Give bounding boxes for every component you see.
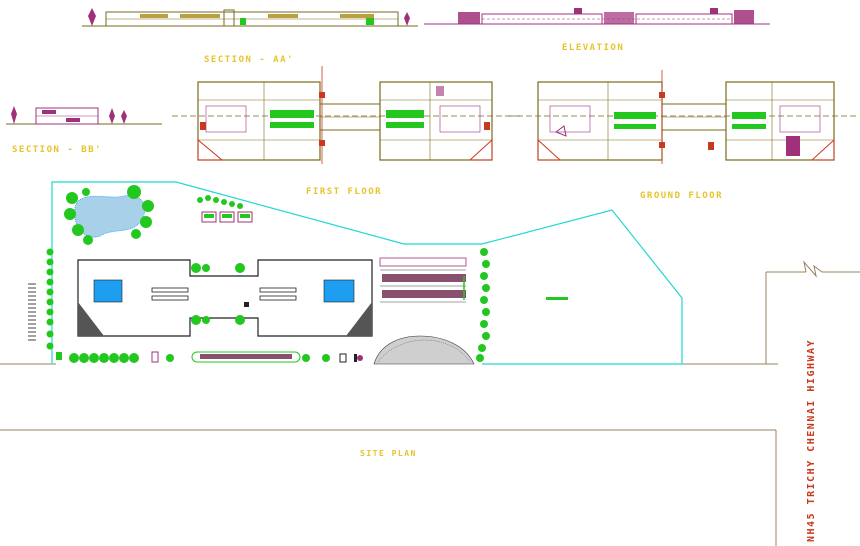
first-floor-label: FIRST FLOOR (306, 187, 382, 197)
elevation-drawing (424, 8, 770, 25)
section-aa-drawing (82, 8, 418, 27)
ground-floor-label: GROUND FLOOR (640, 191, 723, 201)
parking-right (379, 257, 467, 303)
parking-bottom (191, 351, 301, 363)
gate-markers (151, 351, 363, 363)
parking-left (28, 283, 36, 341)
site-plan-label: SITE PLAN (360, 449, 417, 458)
tree-group-pond (64, 185, 154, 245)
main-building-footprint (77, 259, 373, 337)
open-land-marker (546, 297, 568, 300)
tree-column-right (476, 248, 490, 362)
planter-boxes (197, 195, 253, 223)
swimming-pool-left (93, 279, 123, 303)
section-bb-label: SECTION - BB' (12, 145, 102, 155)
entrance-dome (373, 335, 475, 365)
tree-row-bottom (56, 352, 330, 363)
highway-label: NH45 TRICHY CHENNAI HIGHWAY (806, 339, 817, 542)
ground-floor-plan (508, 70, 856, 164)
section-aa-label: SECTION - AA' (204, 55, 294, 65)
section-bb-drawing (6, 106, 162, 125)
site-boundary (51, 181, 683, 365)
first-floor-plan (172, 66, 520, 164)
swimming-pool-right (323, 279, 355, 303)
tree-column-left (46, 248, 54, 350)
elevation-label: ELEVATION (562, 43, 624, 53)
